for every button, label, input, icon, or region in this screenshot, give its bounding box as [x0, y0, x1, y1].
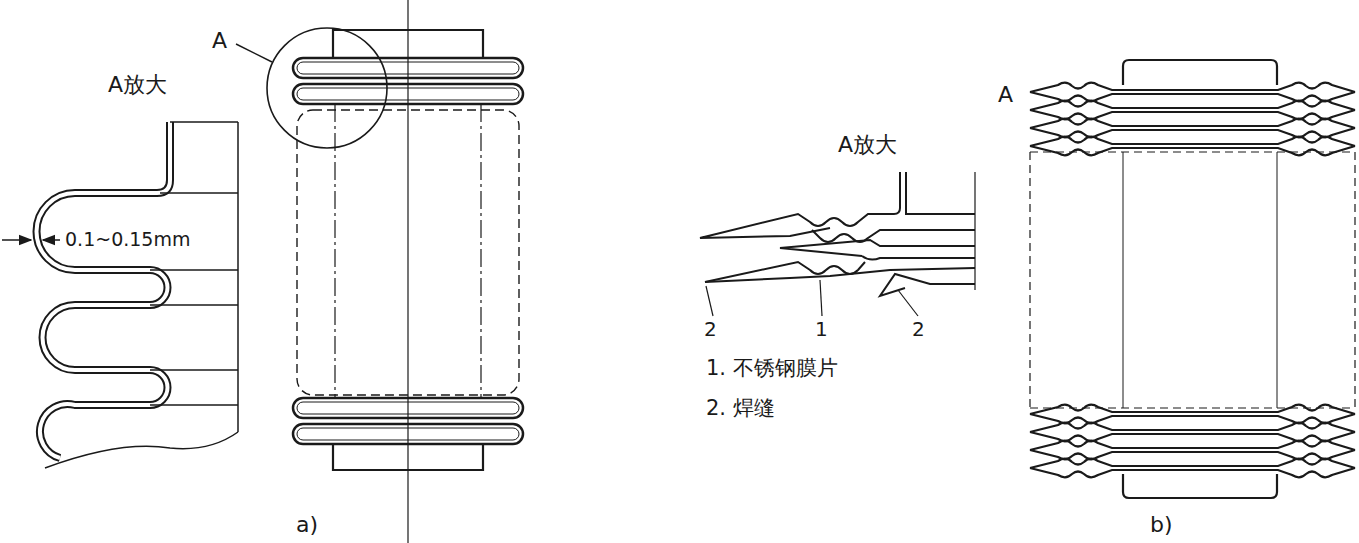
- text-label: 1. 不锈钢膜片: [706, 356, 838, 380]
- detail-b: [700, 172, 975, 316]
- detail-a: [2, 122, 238, 468]
- text-label: A放大: [108, 72, 167, 97]
- text-label: 0.1~0.15mm: [64, 229, 191, 251]
- text-label: a): [296, 512, 318, 537]
- text-label: b): [1150, 512, 1173, 537]
- text-label: 2: [704, 318, 717, 341]
- bellows-view-a: [236, 0, 523, 543]
- text-label: 2: [912, 318, 925, 341]
- text-label: A: [212, 28, 227, 53]
- text-label: A: [998, 82, 1013, 107]
- text-label: 2. 焊缝: [706, 396, 775, 420]
- text-label: 1: [815, 318, 828, 341]
- bellows-view-b: [1030, 60, 1355, 498]
- text-label: A放大: [838, 132, 897, 157]
